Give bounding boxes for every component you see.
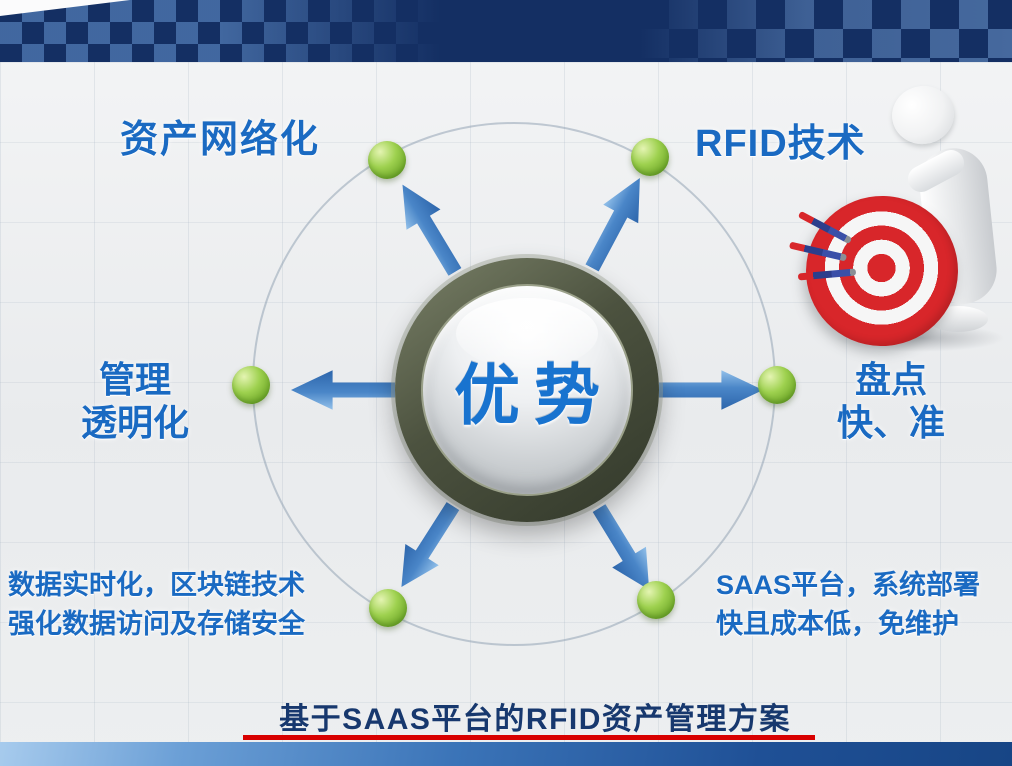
- label-right: 盘点 快、准: [806, 358, 976, 444]
- node-dot-left: [232, 366, 270, 404]
- label-left-line1: 管理: [98, 359, 171, 400]
- node-dot-right: [758, 366, 796, 404]
- bottom-band: [0, 742, 1012, 766]
- label-left: 管理 透明化: [55, 358, 215, 444]
- label-top-left: 资产网络化: [120, 119, 321, 161]
- label-bottom-left-line2: 强化数据访问及存储安全: [8, 609, 305, 640]
- label-left-line2: 透明化: [80, 402, 189, 444]
- label-bottom-left-line1: 数据实时化，区块链技术: [8, 570, 305, 600]
- center-hub-ring: 优势: [395, 258, 659, 522]
- label-bottom-left: 数据实时化，区块链技术 强化数据访问及存储安全: [8, 566, 305, 644]
- node-dot-top-left: [368, 141, 406, 179]
- label-right-line1: 盘点: [854, 359, 927, 400]
- center-hub-label: 优势: [454, 358, 614, 432]
- center-hub-face: 优势: [421, 284, 633, 496]
- top-banner: [0, 0, 1012, 62]
- title-underline: [243, 735, 815, 740]
- node-dot-bottom-left: [369, 589, 407, 627]
- node-dot-top-right: [631, 138, 669, 176]
- node-dot-bottom-right: [637, 581, 675, 619]
- label-top-right: RFID技术: [695, 123, 866, 165]
- corner-cut-decoration: [0, 0, 130, 16]
- label-bottom-right-line1: SAAS平台，系统部署: [716, 570, 981, 600]
- slide-title: 基于SAAS平台的RFID资产管理方案: [279, 703, 791, 736]
- label-right-line2: 快、准: [836, 402, 945, 444]
- label-bottom-right-line2: 快且成本低，免维护: [716, 609, 959, 640]
- label-bottom-right: SAAS平台，系统部署 快且成本低，免维护: [716, 566, 980, 644]
- banner-mosaic-right: [640, 0, 1012, 62]
